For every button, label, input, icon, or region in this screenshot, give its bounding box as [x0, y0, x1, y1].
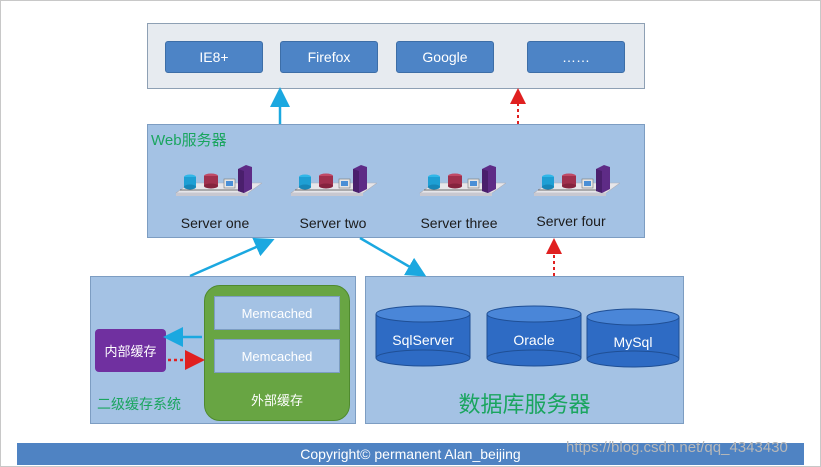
server-one-label: Server one [180, 215, 250, 231]
browser-google: Google [396, 41, 494, 73]
server-four-label: Server four [536, 213, 606, 229]
browser-firefox: Firefox [280, 41, 378, 73]
browser-ie: IE8+ [165, 41, 263, 73]
footer-bar: Copyright© permanent Alan_beijing [17, 443, 804, 465]
server-three-label: Server three [420, 215, 498, 231]
memcached-node-2: Memcached [214, 339, 340, 373]
arrow-web-to-database [359, 236, 427, 277]
memcached-node-1: Memcached [214, 296, 340, 330]
external-cache-box: Memcached Memcached 外部缓存 [204, 285, 350, 421]
server-two-label: Server two [299, 215, 367, 231]
web-server-panel: Web服务器 Server one Server two Server thre… [147, 124, 645, 238]
database-icon [486, 305, 582, 367]
database-cylinders [375, 305, 680, 368]
copyright-text: Copyright© permanent Alan_beijing [300, 446, 521, 462]
database-icon [586, 308, 680, 368]
server-icon [533, 165, 620, 196]
db-sqlserver-label: SqlServer [392, 332, 454, 348]
server-icon [175, 165, 262, 196]
watermark-url: https://blog.csdn.net/qq_4343430 [566, 439, 788, 456]
database-server-panel: SqlServer Oracle MySql 数据库服务器 [365, 276, 684, 424]
db-mysql-label: MySql [613, 334, 653, 350]
web-server-title: Web服务器 [151, 132, 227, 149]
external-cache-label: 外部缓存 [250, 393, 303, 408]
cache-system-title: 二级缓存系统 [97, 396, 181, 412]
browser-more: …… [527, 41, 625, 73]
arrow-cache-to-web [189, 237, 275, 278]
database-icon [375, 305, 471, 367]
cache-system-panel: 内部缓存 Memcached Memcached 外部缓存 二级缓存系统 [90, 276, 356, 424]
db-oracle-label: Oracle [513, 332, 555, 348]
server-icon [290, 165, 377, 196]
database-server-title: 数据库服务器 [458, 392, 591, 417]
server-icon [419, 165, 506, 196]
browser-panel: IE8+ Firefox Google …… [147, 23, 645, 89]
internal-cache-box: 内部缓存 [95, 329, 166, 372]
